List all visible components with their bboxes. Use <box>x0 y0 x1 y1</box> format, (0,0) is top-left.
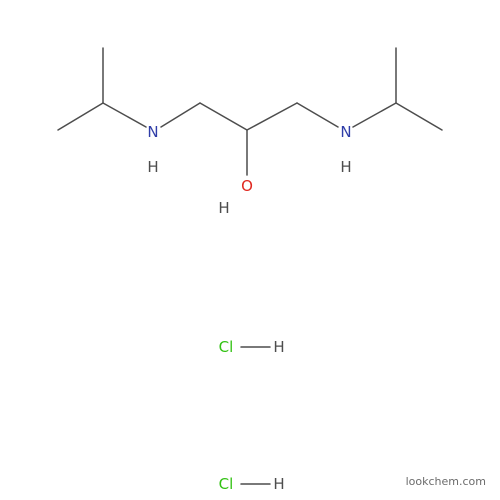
bond-choh-right-ch2 <box>246 102 298 131</box>
atom-n-left-h: H <box>147 158 158 176</box>
salt-2-cl: Cl <box>219 475 234 493</box>
bond-left-n-ch2 <box>160 102 201 128</box>
atom-o: O <box>241 177 253 195</box>
bond-left-ch2-choh <box>199 102 248 131</box>
atom-n-right-h: H <box>340 158 351 176</box>
bond-left-methyl-side <box>57 102 104 131</box>
bond-right-ch2-n <box>296 102 339 128</box>
atom-o-h: H <box>218 199 229 217</box>
bond-right-n-ch <box>352 102 397 128</box>
bond-right-methyl-side <box>395 102 443 131</box>
atom-n-left: N <box>147 123 158 141</box>
watermark: lookchem.com <box>405 475 486 488</box>
salt-1-cl: Cl <box>219 338 234 356</box>
atom-n-right: N <box>340 123 351 141</box>
bond-left-ch-n <box>102 102 147 128</box>
salt-2-h: H <box>273 475 284 493</box>
salt-1-h: H <box>273 338 284 356</box>
